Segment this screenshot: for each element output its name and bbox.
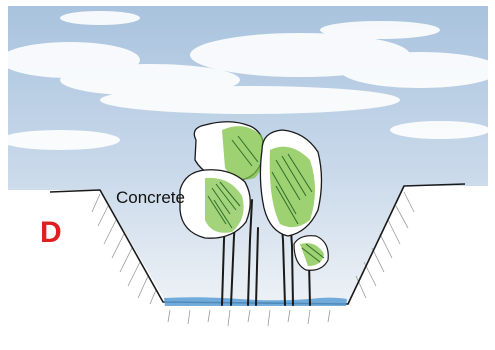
concrete-label: Concrete	[116, 189, 185, 207]
panel-letter: D	[40, 218, 62, 248]
ground-bottom	[0, 305, 495, 350]
